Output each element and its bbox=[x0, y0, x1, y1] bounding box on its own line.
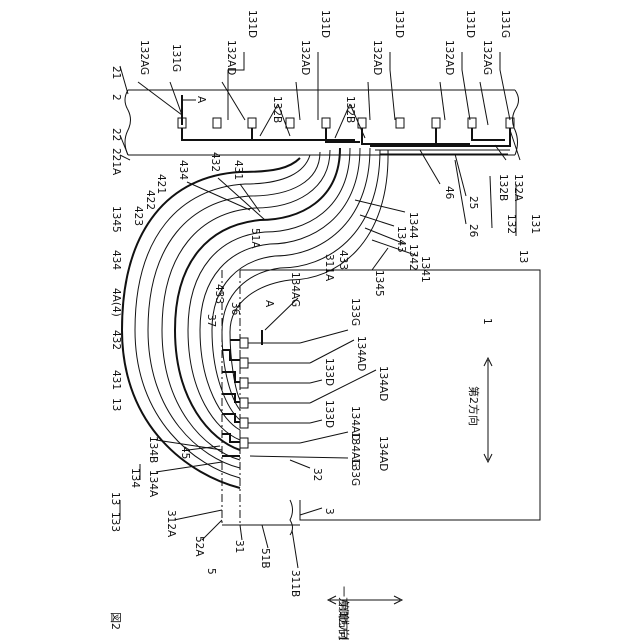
label-133: 133 bbox=[109, 512, 121, 532]
label-132AD-4: 132AD bbox=[443, 40, 455, 75]
top-trace-bus bbox=[182, 128, 510, 154]
label-132AD-2: 132AD bbox=[299, 40, 311, 75]
label-51B: 51B bbox=[259, 548, 271, 569]
label-132B-3: 132B bbox=[497, 174, 509, 201]
label-131D-4: 131D bbox=[464, 10, 476, 38]
label-2: 2 bbox=[110, 94, 122, 101]
label-131-right: 131 bbox=[529, 214, 541, 234]
left-labels: 21 2 22 221A 1345 434 4A(4) 432 431 13 bbox=[110, 66, 130, 411]
arc-right-labels: 1344 1343 1342 1341 1345 311A 433 51A 43… bbox=[205, 200, 431, 327]
label-1345-right: 1345 bbox=[373, 270, 385, 297]
figure-label: 図2 bbox=[109, 612, 122, 630]
lower-labels: 134AG 133G 134AD 133D 134AD 133D 134AD 1… bbox=[250, 272, 493, 486]
label-134A: 134A bbox=[147, 470, 159, 498]
label-311A: 311A bbox=[323, 254, 335, 282]
label-433-a: 433 bbox=[337, 250, 349, 270]
arc-labels: 434 432 431 421 422 423 bbox=[132, 152, 265, 226]
label-4A: 4A(4) bbox=[110, 288, 122, 317]
label-46: 46 bbox=[443, 186, 455, 200]
label-51A: 51A bbox=[249, 228, 261, 249]
label-131G-right: 131G bbox=[499, 10, 511, 38]
label-131G-top: 131G bbox=[170, 44, 182, 72]
label-132-right: 132 bbox=[505, 214, 517, 234]
label-13-left: 13 bbox=[110, 398, 122, 411]
label-132B-2: 132B bbox=[344, 96, 356, 123]
label-26: 26 bbox=[467, 224, 479, 238]
second-direction-label: 第2方向 bbox=[467, 386, 481, 426]
flex-ribbon bbox=[122, 148, 388, 488]
label-134AG-1: 134AG bbox=[289, 272, 301, 307]
label-36: 36 bbox=[229, 302, 241, 316]
section-a-top: A bbox=[195, 96, 207, 104]
label-134AD-4: 134AD bbox=[377, 436, 389, 471]
label-132AG-right: 132AG bbox=[481, 40, 493, 75]
label-1345-left: 1345 bbox=[110, 206, 122, 233]
direction-indicators: 第2方向 一方側 第1方向 他方側 bbox=[328, 358, 492, 640]
label-25: 25 bbox=[467, 196, 479, 209]
label-312A: 312A bbox=[165, 510, 177, 538]
label-134AD-1: 134AD bbox=[355, 336, 367, 371]
label-31: 31 bbox=[233, 540, 245, 553]
label-5: 5 bbox=[205, 568, 217, 575]
label-3: 3 bbox=[323, 508, 335, 515]
label-131D-1: 131D bbox=[246, 10, 258, 38]
label-133G-1: 133G bbox=[349, 298, 361, 326]
label-132AG-top: 132AG bbox=[138, 40, 150, 75]
label-423: 423 bbox=[132, 206, 144, 226]
label-22: 22 bbox=[110, 128, 122, 141]
label-133D-2: 133D bbox=[323, 400, 335, 428]
label-433-b: 433 bbox=[213, 284, 225, 304]
label-431-left: 431 bbox=[110, 370, 122, 390]
label-431-arc: 431 bbox=[232, 160, 244, 180]
label-1341: 1341 bbox=[419, 256, 431, 283]
label-132A: 132A bbox=[512, 174, 524, 202]
label-1: 1 bbox=[481, 318, 493, 325]
label-133G-2: 133G bbox=[349, 458, 361, 486]
label-13-right: 13 bbox=[517, 250, 529, 263]
label-133D-1: 133D bbox=[323, 358, 335, 386]
label-32: 32 bbox=[311, 468, 323, 481]
label-432-left: 432 bbox=[110, 330, 122, 350]
label-311B: 311B bbox=[289, 570, 301, 597]
label-434-left: 434 bbox=[110, 250, 122, 270]
first-direction-other-side: 他方側 bbox=[337, 614, 351, 640]
label-13-bottom: 13 bbox=[109, 492, 121, 505]
label-434-arc: 434 bbox=[177, 160, 189, 180]
top-label-row: 132AG 131G 132AD 131D 132AD 131D 132AD 1… bbox=[138, 10, 511, 75]
section-a-bottom: A bbox=[263, 300, 275, 308]
label-131D-3: 131D bbox=[393, 10, 405, 38]
label-134: 134 bbox=[129, 468, 141, 488]
label-45: 45 bbox=[179, 446, 191, 459]
label-134AD-2: 134AD bbox=[377, 366, 389, 401]
label-132B-1: 132B bbox=[271, 96, 283, 123]
label-131D-2: 131D bbox=[319, 10, 331, 38]
label-432-arc: 432 bbox=[209, 152, 221, 172]
label-132AD-3: 132AD bbox=[371, 40, 383, 75]
label-37: 37 bbox=[205, 314, 217, 327]
label-1344: 1344 bbox=[407, 212, 419, 239]
label-1342: 1342 bbox=[407, 244, 419, 271]
label-221A: 221A bbox=[110, 148, 122, 176]
label-422: 422 bbox=[144, 190, 156, 210]
